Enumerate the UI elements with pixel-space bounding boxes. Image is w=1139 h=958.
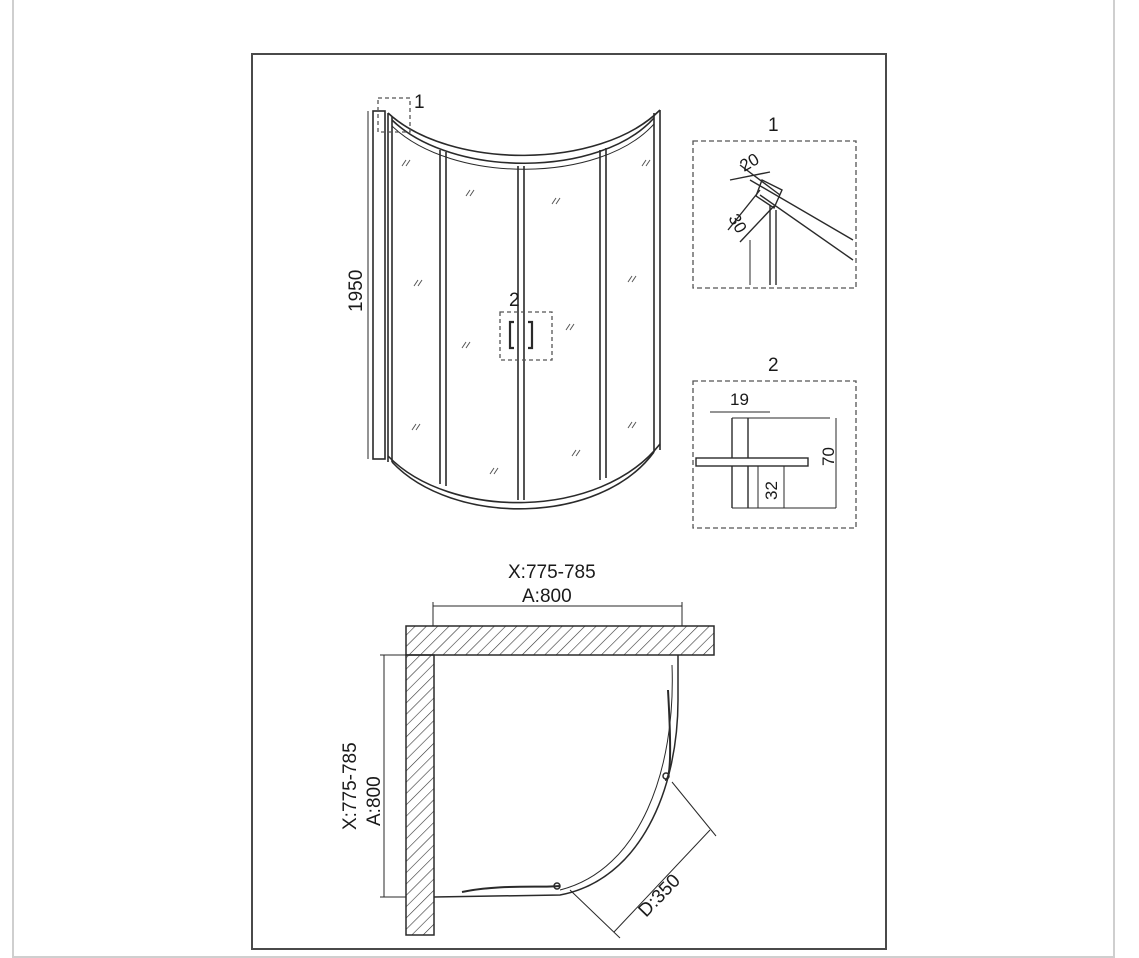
roller [553,882,561,890]
door-panel-right [664,689,672,781]
bottom-curve-inner [391,451,655,510]
detail-2-drawing [695,411,837,509]
door-panel-left [461,885,561,893]
detail-2-dim-a: 19 [730,390,749,409]
detail-1-box [692,140,857,289]
detail-2-dim-b: 70 [819,447,838,466]
plan-x-left-label: X:775-785 [340,742,361,830]
detail-1-dim-b: 30 [725,211,751,237]
detail-2-dim-c: 32 [762,481,781,500]
detail-2-title: 2 [768,355,779,376]
left-wall-profile [372,110,386,460]
detail-1-drawing [727,164,854,285]
enclosure-plan [433,655,679,898]
left-wall [405,654,435,936]
plan-a-top-label: A:800 [522,586,572,607]
handle-left [508,320,514,350]
callout-box-1 [377,97,411,133]
plan-radius-label: D:350 [634,870,684,921]
plan-a-left-label: A:800 [364,776,385,826]
top-curve-inner [391,117,655,165]
detail-2-box [692,380,857,529]
drawing-sheet [251,53,887,950]
height-dimension-label: 1950 [346,270,367,312]
bottom-curve-outer [387,443,661,504]
front-elevation [367,109,661,510]
detail-1-dim-a: 20 [737,150,763,176]
roller [662,772,670,780]
handle-right [528,320,534,350]
detail-1-title: 1 [768,115,779,136]
callout-box-2 [499,311,553,361]
plan-x-top-label: X:775-785 [508,562,596,583]
callout-label-2: 2 [509,290,520,311]
top-curve-outer [387,109,661,157]
top-wall [405,625,715,656]
callout-label-1: 1 [414,92,425,113]
enclosure-outer-arc [433,655,679,898]
glass-reflection-marks [401,159,651,475]
radius-dimension [569,781,717,939]
